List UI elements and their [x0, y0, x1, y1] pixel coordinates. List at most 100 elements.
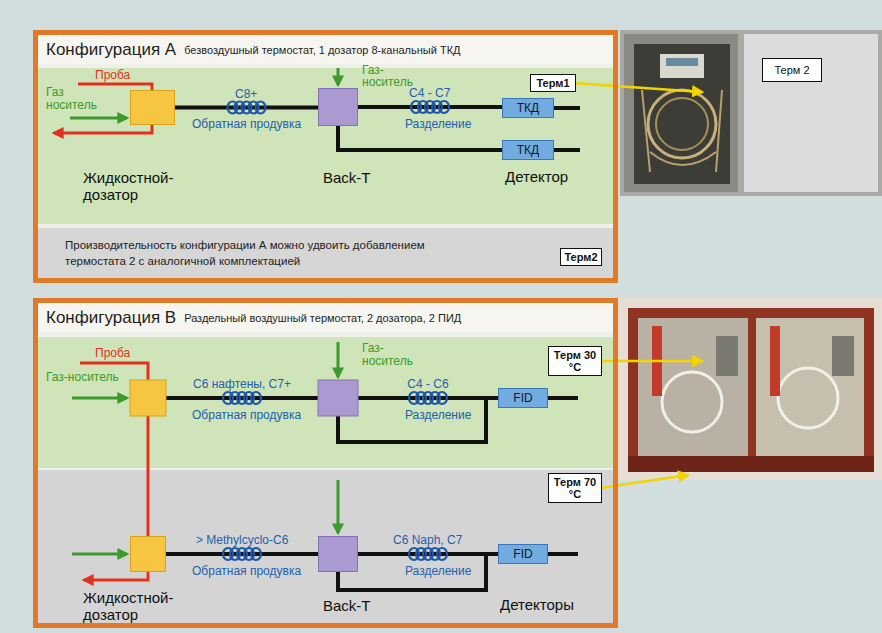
sample-line: [147, 416, 150, 536]
panel-subtitle: Раздельный воздушный термостат, 2 дозато…: [184, 312, 461, 324]
box-text: Терм 30 °C: [552, 349, 598, 373]
box-text: FID: [513, 391, 532, 405]
column-coil-photo: [648, 90, 716, 158]
box-text: Терм 70 °C: [552, 476, 598, 500]
column-label: > Methylcyclo-C6: [196, 533, 288, 547]
annotation: Разделение: [405, 117, 471, 131]
device-photo: [660, 54, 704, 78]
panel-ground: [38, 303, 613, 623]
carrier-gas-arrow: [70, 117, 127, 120]
column-coil: [409, 392, 447, 404]
panel-ground: [38, 35, 613, 278]
heater-photo: [770, 326, 780, 396]
column-coil: [228, 102, 266, 114]
pipe-line: [358, 552, 498, 556]
panel-title: Конфигурация В: [46, 308, 176, 328]
back-t-block: Back-T: [318, 536, 358, 572]
annotation: Газ-носитель: [46, 370, 119, 384]
column-label: C6 Naph, C7: [393, 533, 462, 547]
liquid-injector: Жидкостной- дозатор: [130, 90, 175, 125]
annotation: Детекторы: [500, 596, 574, 614]
note-text: Производительность конфигурации А можно …: [65, 237, 465, 269]
panel-header: Конфигурация A безвоздушный термостат, 1 …: [38, 35, 613, 64]
config-panel: Конфигурация A безвоздушный термостат, 1 …: [33, 30, 618, 283]
back-t-block: [318, 380, 358, 416]
carrier-gas-arrow: [337, 68, 340, 85]
annotation: Газ- носитель: [362, 64, 420, 88]
box-text: Терм2: [564, 251, 597, 263]
box-text: Терм1: [536, 77, 569, 89]
oven-tag: Терм2: [560, 248, 602, 266]
valve-photo: [716, 336, 738, 376]
carrier-gas-arrow: [337, 342, 340, 377]
coil-loop: [251, 548, 261, 560]
cabinet-interior: [634, 44, 730, 184]
column-label: C4 - C7: [409, 86, 450, 100]
part-label: Back-T: [323, 169, 393, 186]
box-text: ТКД: [517, 143, 539, 157]
column-coil-photo: [656, 98, 708, 150]
annotation: Проба: [95, 68, 130, 82]
annotation: Обратная продувка: [192, 408, 301, 422]
annotation: Детектор: [505, 168, 568, 186]
pointer-arrow: [572, 83, 702, 92]
column-coil-photo: [662, 372, 722, 432]
column-coil-photo: [778, 368, 838, 428]
carrier-gas-arrow: [72, 553, 127, 556]
column-coil: [411, 101, 449, 113]
carrier-gas-arrow: [337, 480, 340, 533]
oven-tag: Терм 30 °C: [548, 346, 602, 376]
annotation: C6 нафтены, C7+: [182, 377, 302, 391]
sample-line: [54, 125, 152, 133]
grey-band: [38, 470, 613, 623]
coil-loop: [437, 392, 447, 404]
annotation: Разделение: [405, 408, 471, 422]
oven-photo: [628, 308, 874, 472]
annotation: Проба: [95, 346, 130, 360]
coil-loop: [437, 548, 447, 560]
panel-title: Конфигурация A: [46, 40, 176, 60]
pipe-line: [166, 552, 318, 556]
device-display: [666, 58, 698, 66]
annotation: Газ- носитель: [362, 342, 420, 368]
oven-tag: Терм1: [530, 74, 576, 92]
annotation: Газ носитель: [46, 86, 108, 112]
part-label: Жидкостной- дозатор: [83, 589, 195, 623]
coil-loop: [251, 392, 261, 404]
oven-tag: Терм 2: [762, 58, 822, 82]
oven-base: [628, 456, 874, 472]
pipe-line: [166, 398, 578, 590]
cabinet-photo: [624, 34, 738, 192]
annotation: Обратная продувка: [192, 564, 301, 578]
column-coil: [223, 548, 261, 560]
liquid-injector: [130, 380, 166, 416]
grey-panel: [744, 34, 878, 192]
green-band: [38, 68, 613, 224]
oven-compartment: [638, 318, 748, 464]
panel-subtitle: безвоздушный термостат, 1 дозатор 8-кана…: [184, 44, 460, 56]
note-band: Производительность конфигурации А можно …: [38, 228, 613, 278]
carrier-gas-arrow: [72, 397, 127, 400]
pipe-line: [358, 105, 502, 109]
annotation: Разделение: [405, 564, 471, 578]
oven-compartment: [756, 318, 864, 464]
photo-frame: [618, 298, 882, 480]
part-label: Back-T: [323, 597, 393, 614]
box-text: FID: [513, 547, 532, 561]
back-t-block: Back-T: [318, 88, 358, 126]
column-label: C8+: [235, 87, 257, 101]
tubing-photo: [642, 90, 722, 172]
box-text: ТКД: [517, 101, 539, 115]
oven-tag: Терм 70 °C: [548, 473, 602, 503]
green-band: [38, 337, 613, 468]
liquid-injector: Жидкостной- дозатор: [130, 536, 166, 572]
detector-box: FID: [498, 544, 548, 564]
valve-photo: [832, 336, 854, 376]
annotation: Обратная продувка: [192, 117, 301, 131]
column-coil: [409, 548, 447, 560]
coil-loop: [256, 102, 266, 114]
pipe-line: [175, 106, 318, 110]
coil-loop: [439, 101, 449, 113]
detector-box: ТКД: [502, 140, 554, 160]
